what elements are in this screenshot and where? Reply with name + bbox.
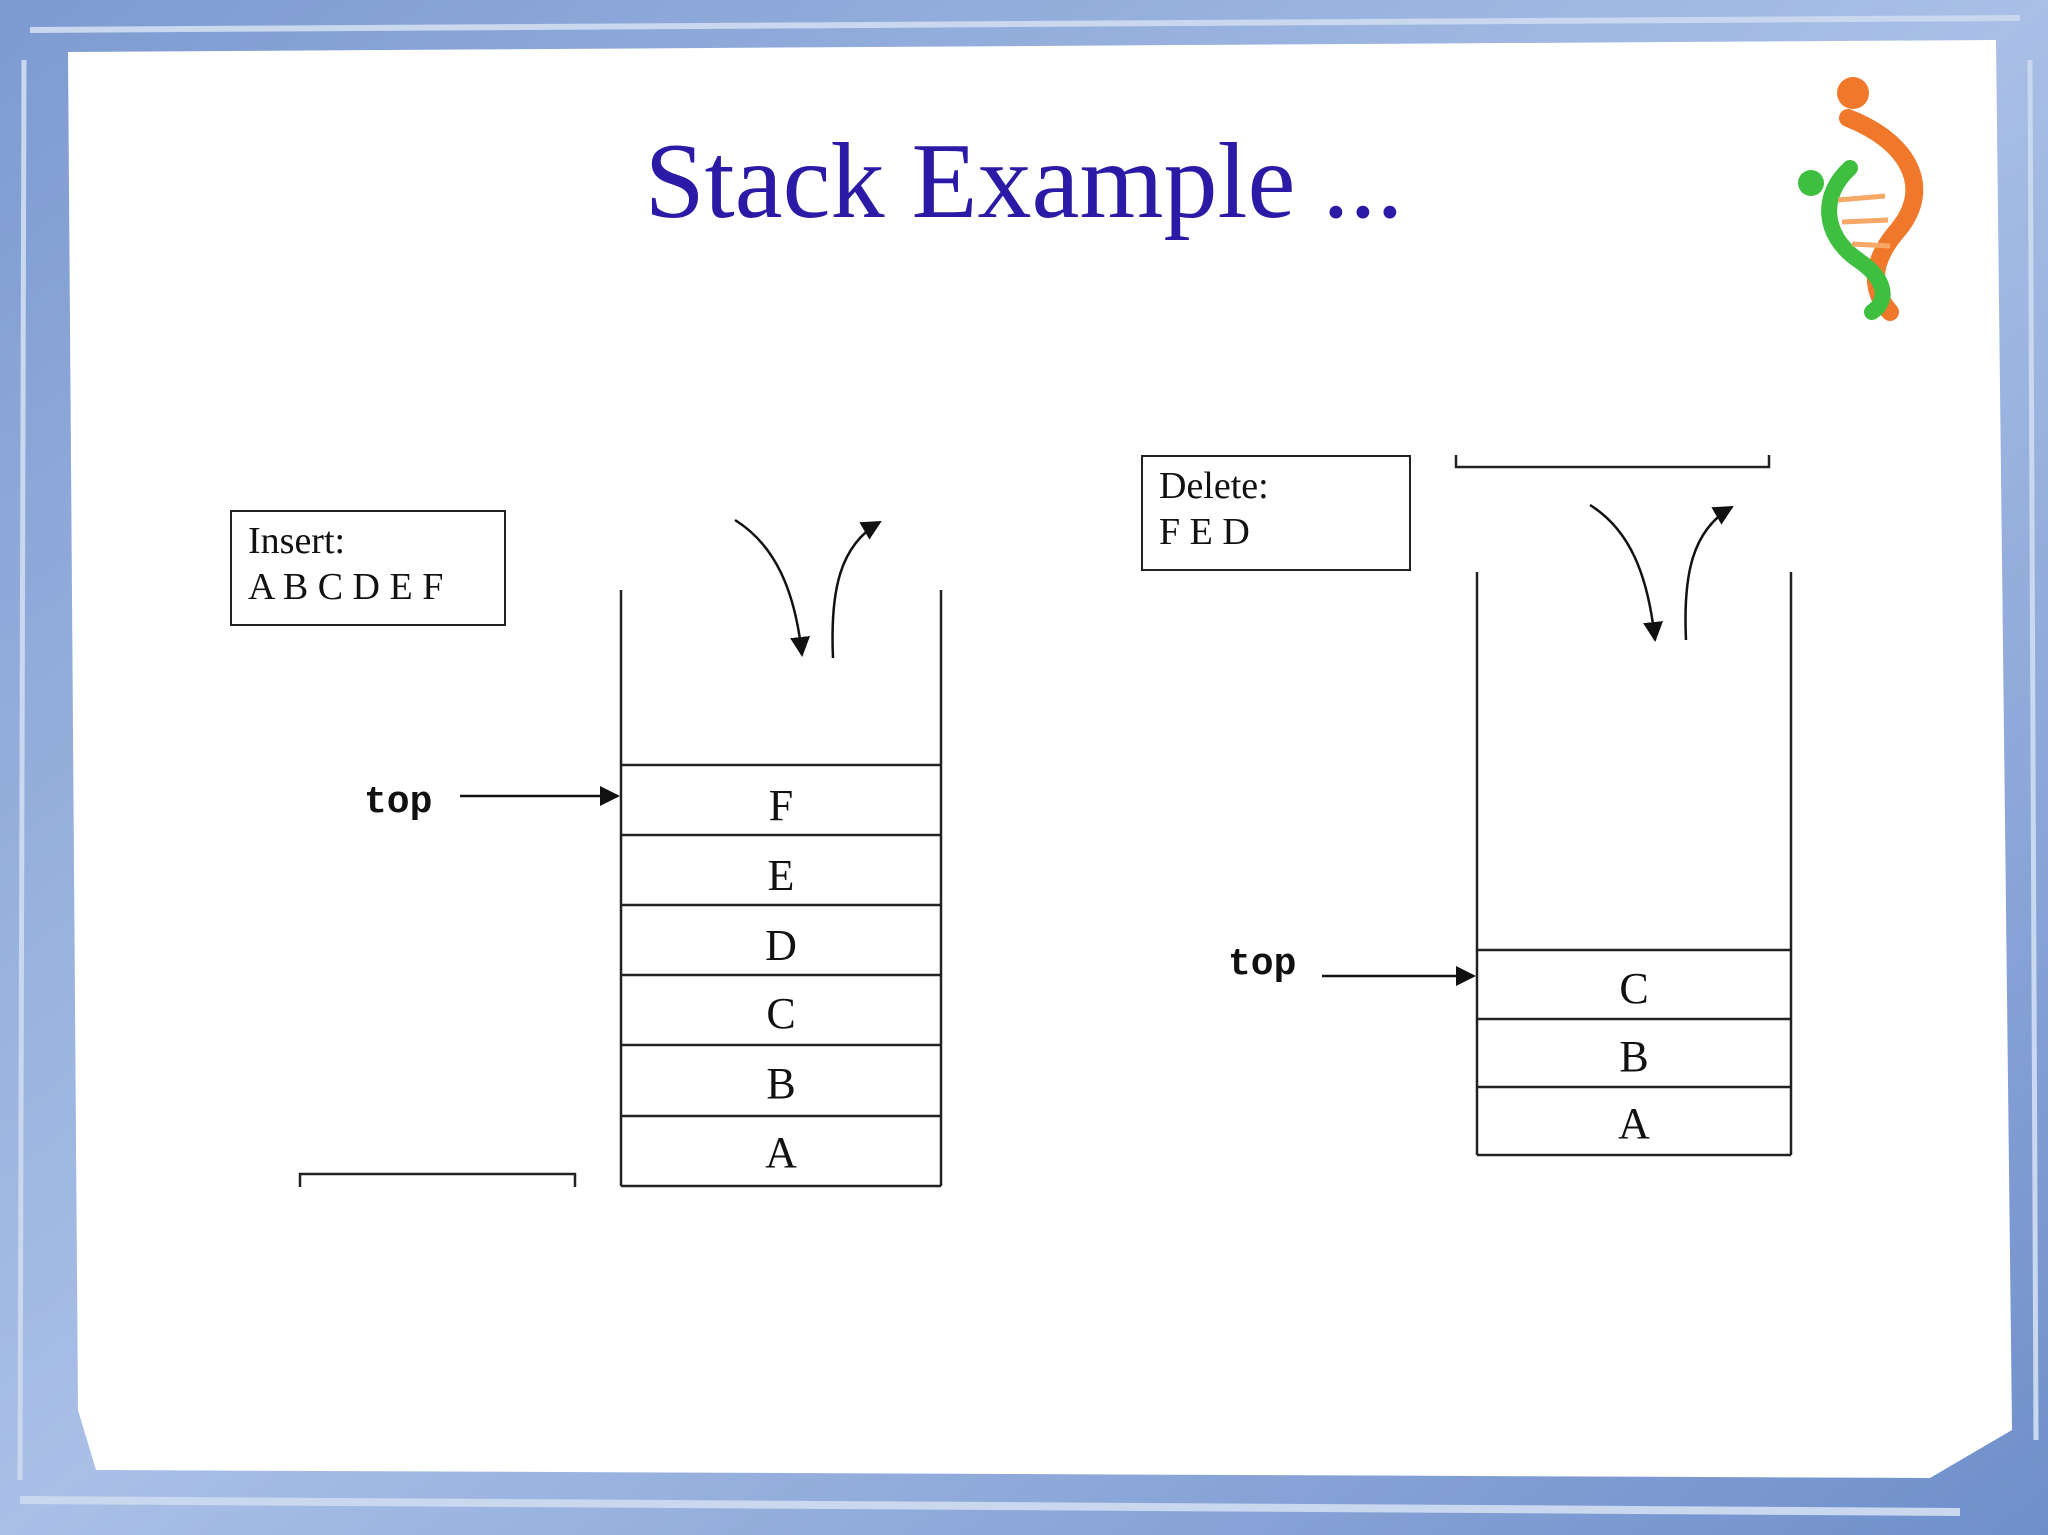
push-arrow	[1589, 503, 1664, 642]
delete-heading: Delete:	[1159, 465, 1269, 507]
insert-stack	[619, 590, 943, 1188]
slide-title: Stack Example ...	[644, 122, 1404, 241]
stack-cell: A	[1618, 1099, 1650, 1148]
pop-arrow	[1684, 505, 1734, 641]
stack-cell: E	[767, 851, 795, 900]
top-label: top	[364, 781, 433, 824]
bracket-line	[1454, 455, 1771, 469]
insert-sequence: A B C D E F	[248, 566, 444, 608]
push-arrow	[734, 518, 811, 657]
top-label: top	[1228, 943, 1297, 986]
stack-cell: B	[1619, 1032, 1649, 1081]
delete-stack	[1475, 572, 1793, 1157]
insert-box: Insert: A B C D E F	[230, 510, 506, 626]
stack-cell: C	[1619, 964, 1649, 1013]
insert-heading: Insert:	[248, 520, 346, 562]
pop-arrow	[831, 520, 882, 659]
delete-sequence: F E D	[1159, 511, 1250, 553]
stack-cell: B	[766, 1059, 796, 1108]
stack-cell: A	[765, 1128, 797, 1177]
stack-cell: D	[765, 921, 797, 970]
stack-cell: C	[766, 989, 796, 1038]
bracket-line	[298, 1172, 577, 1187]
stack-cell: F	[768, 781, 794, 830]
delete-box: Delete: F E D	[1141, 455, 1411, 571]
